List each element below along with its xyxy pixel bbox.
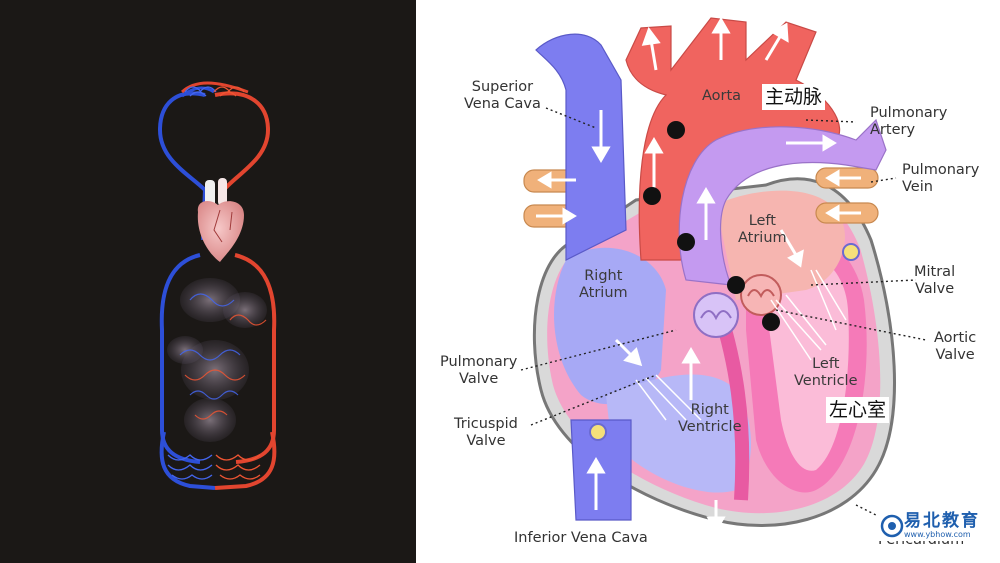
label-line: Valve <box>459 371 499 387</box>
circulation-figure-panel <box>0 0 416 563</box>
label-inferior-vena-cava: Inferior Vena Cava <box>514 530 648 546</box>
label-line: Valve <box>466 433 506 449</box>
label-line: Atrium <box>738 230 787 246</box>
label-aorta: Aorta <box>702 88 742 104</box>
label-line: Atrium <box>579 285 628 301</box>
superior-vena-cava <box>535 33 627 261</box>
pulmonary-artery <box>678 118 887 286</box>
label-line: Right <box>584 268 623 284</box>
label-line: Left <box>748 213 776 229</box>
label-line: Valve <box>914 281 955 297</box>
label-line: Aortic <box>934 330 977 346</box>
label-aortic-valve: Aortic Valve <box>934 330 976 364</box>
right-atrium-chamber <box>554 247 666 405</box>
label-left-atrium: Left Atrium <box>738 213 787 247</box>
annotation-aorta-cn: 主动脉 <box>762 84 826 110</box>
label-line: Superior <box>471 79 534 95</box>
label-pulmonary-artery: Pulmonary Artery <box>870 105 947 139</box>
heart-cross-section <box>520 17 927 533</box>
label-line: Pulmonary <box>440 354 518 370</box>
label-line: Artery <box>870 122 916 138</box>
watermark: 易北教育 www.ybhow.com <box>876 510 984 541</box>
label-right-ventricle: Right Ventricle <box>678 402 742 436</box>
blood-flow-arrows <box>536 17 861 533</box>
label-line: Left <box>812 356 840 372</box>
watermark-url: www.ybhow.com <box>904 530 971 539</box>
label-line: Pulmonary <box>870 105 948 121</box>
label-left-ventricle: Left Ventricle <box>794 356 858 390</box>
heart-in-body <box>197 178 244 262</box>
label-line: Vein <box>902 179 933 195</box>
label-right-atrium: Right Atrium <box>579 268 628 302</box>
pulmonary-valve-shape <box>693 292 739 338</box>
body-circulation-illustration <box>157 81 277 490</box>
right-ventricle-chamber <box>606 374 751 493</box>
label-tricuspid-valve: Tricuspid Valve <box>454 416 518 450</box>
label-line: Ventricle <box>794 373 858 389</box>
marker-dots <box>643 121 780 331</box>
label-line: Ventricle <box>678 419 742 435</box>
watermark-text: 易北教育 www.ybhow.com <box>904 512 980 539</box>
heart-diagram-panel: Superior Vena Cava Aorta 主动脉 Pulmonary A… <box>416 0 1000 563</box>
label-line: Pulmonary <box>902 162 980 178</box>
aortic-valve-shape <box>740 274 782 316</box>
label-line: Valve <box>935 347 975 363</box>
label-superior-vena-cava: Superior Vena Cava <box>464 79 541 113</box>
watermark-logo-icon <box>880 514 904 537</box>
label-line: Tricuspid <box>454 416 518 432</box>
watermark-name: 易北教育 <box>904 511 980 531</box>
label-pulmonary-vein: Pulmonary Vein <box>902 162 979 196</box>
annotation-left-ventricle-cn: 左心室 <box>826 397 890 423</box>
leader-lines <box>520 107 927 521</box>
label-line: Mitral <box>914 264 956 280</box>
label-mitral-valve: Mitral Valve <box>914 264 955 298</box>
label-pulmonary-valve: Pulmonary Valve <box>440 354 517 388</box>
label-line: Right <box>690 402 729 418</box>
label-line: Vena Cava <box>464 96 541 112</box>
